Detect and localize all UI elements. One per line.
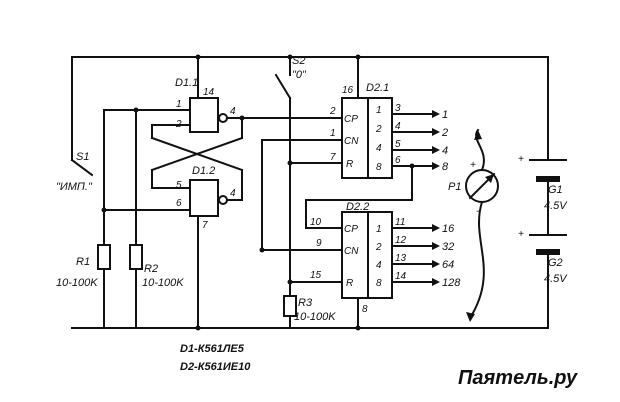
svg-text:-: -	[476, 206, 480, 217]
svg-text:1: 1	[330, 128, 336, 139]
svg-text:CP: CP	[344, 114, 358, 125]
svg-text:8: 8	[362, 304, 368, 315]
svg-text:32: 32	[442, 241, 454, 253]
g2-label: G2	[548, 257, 563, 269]
resistor-r1: R1 10-100K	[56, 117, 111, 329]
svg-text:CP: CP	[344, 224, 358, 235]
svg-text:10: 10	[310, 217, 322, 228]
svg-text:14: 14	[395, 271, 407, 282]
svg-text:8: 8	[376, 278, 382, 289]
p1-label: P1	[448, 181, 461, 193]
resistor-r2: R2 10-100K	[129, 109, 184, 329]
battery-g2: + G2 4.5V	[518, 229, 568, 285]
s2-mode: "0"	[292, 69, 307, 81]
parts-d1: D1-К561ЛЕ5	[180, 343, 245, 355]
svg-text:1: 1	[176, 99, 182, 110]
d2-1-label: D2.1	[366, 82, 389, 94]
latch-crosscouple	[150, 115, 245, 201]
svg-text:2: 2	[329, 106, 336, 117]
r3-label: R3	[298, 297, 313, 309]
watermark: Паяmель.ру	[458, 367, 578, 389]
svg-text:16: 16	[342, 85, 354, 96]
svg-text:R: R	[346, 278, 353, 289]
svg-text:8: 8	[376, 162, 382, 173]
svg-text:64: 64	[442, 259, 454, 271]
svg-text:4: 4	[230, 106, 236, 117]
probe-p1: P1 + -	[448, 128, 499, 322]
d2-1-outputs: 3 4 5 6 1 2 4 8	[391, 103, 449, 173]
battery-g1: + G1 4.5V	[518, 154, 568, 212]
svg-text:2: 2	[441, 127, 448, 139]
s1-label: S1	[76, 151, 89, 163]
gate-d1-2: D1.2 5 4 6 7	[176, 165, 236, 331]
svg-text:3: 3	[395, 103, 401, 114]
svg-text:CN: CN	[344, 246, 359, 257]
svg-text:4: 4	[376, 260, 382, 271]
d1-2-label: D1.2	[192, 165, 215, 177]
svg-text:16: 16	[442, 223, 455, 235]
svg-text:CN: CN	[344, 136, 359, 147]
gate-d1-1: D1.1 14 1 2 4	[175, 54, 236, 133]
svg-text:6: 6	[176, 198, 182, 209]
switch-s2: S2 "0"	[274, 54, 307, 164]
d2-2-outputs: 11 12 13 14 16 32 64 128	[391, 217, 461, 289]
svg-text:7: 7	[330, 152, 336, 163]
s1-mode: "ИМП."	[56, 181, 93, 193]
d2-2-label: D2.2	[346, 201, 369, 213]
svg-text:4: 4	[442, 145, 448, 157]
g1-label: G1	[548, 184, 563, 196]
svg-text:4: 4	[230, 188, 236, 199]
svg-text:1: 1	[376, 105, 382, 116]
switch-s1: S1 "ИМП."	[56, 151, 193, 213]
svg-text:14: 14	[203, 87, 215, 98]
svg-text:13: 13	[395, 253, 407, 264]
g2-voltage: 4.5V	[544, 273, 568, 285]
svg-text:5: 5	[176, 180, 182, 191]
r2-label: R2	[144, 263, 158, 275]
svg-text:11: 11	[395, 217, 405, 228]
counter-d2-2: D2.2 10 9 15 8 CP CN R 1 2 4 8	[310, 201, 393, 331]
svg-text:12: 12	[395, 235, 407, 246]
svg-text:8: 8	[442, 161, 449, 173]
r3-value: 10-100K	[294, 311, 336, 323]
svg-text:2: 2	[375, 242, 382, 253]
r1-label: R1	[76, 256, 90, 268]
svg-text:5: 5	[395, 139, 401, 150]
g1-voltage: 4.5V	[544, 200, 568, 212]
svg-text:+: +	[518, 229, 524, 240]
resistor-r3: R3 10-100K	[283, 281, 336, 329]
r2-value: 10-100K	[142, 277, 184, 289]
svg-text:128: 128	[442, 277, 461, 289]
power-rails	[71, 56, 549, 329]
svg-text:4: 4	[376, 143, 382, 154]
svg-text:6: 6	[395, 155, 401, 166]
svg-text:+: +	[470, 160, 476, 171]
r1-value: 10-100K	[56, 277, 98, 289]
svg-text:9: 9	[316, 238, 322, 249]
svg-text:1: 1	[442, 109, 448, 121]
d1-1-label: D1.1	[175, 77, 198, 89]
counter-d2-1: D2.1 16 2 1 7 CP CN R 1 2 4 8	[329, 54, 393, 179]
svg-text:4: 4	[395, 121, 401, 132]
svg-text:7: 7	[202, 220, 208, 231]
svg-text:+: +	[518, 154, 524, 165]
svg-text:R: R	[346, 159, 353, 170]
svg-text:2: 2	[375, 124, 382, 135]
parts-d2: D2-К561ИЕ10	[180, 361, 251, 373]
svg-text:15: 15	[310, 270, 322, 281]
svg-text:1: 1	[376, 224, 382, 235]
s2-label: S2	[292, 55, 305, 67]
